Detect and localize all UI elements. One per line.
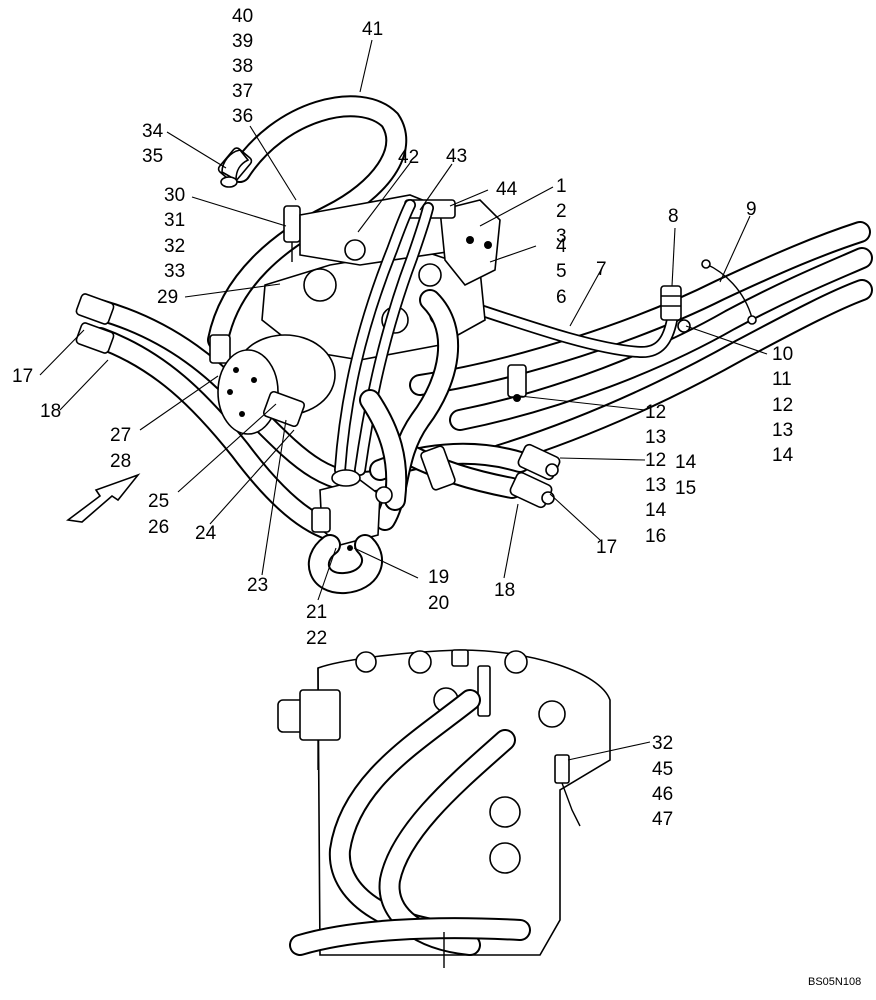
callout-13-a: 13 [645,427,667,448]
callout-19: 19 [428,567,450,588]
callout-30: 30 [164,185,186,206]
callout-43: 43 [446,146,468,167]
callout-15: 15 [675,478,697,499]
forward-arrow-icon [65,473,141,523]
callout-39: 39 [232,31,254,52]
callout-25: 25 [148,491,170,512]
callout-17-a: 17 [12,366,34,387]
callout-12-b: 12 [645,450,667,471]
callout-14-c: 14 [772,445,794,466]
callout-24: 24 [195,523,217,544]
callout-32: 32 [164,236,186,257]
callout-33: 33 [164,261,186,282]
callout-34: 34 [142,121,164,142]
callout-28: 28 [110,451,132,472]
fitting-8 [660,285,691,333]
callout-6: 6 [556,287,567,308]
callout-20: 20 [428,593,450,614]
middle-hoses [359,289,460,531]
callout-12-a: 12 [645,402,667,423]
callout-7: 7 [596,259,607,280]
callout-45: 45 [652,759,674,780]
callout-18-b: 18 [494,580,516,601]
callout-8: 8 [668,206,679,227]
clamp-9 [701,259,757,325]
callout-37: 37 [232,81,254,102]
fitting-12 [507,364,527,402]
callout-18-a: 18 [40,401,62,422]
callout-1: 1 [556,176,567,197]
tubes-42-43 [334,199,434,476]
callout-10: 10 [772,344,794,365]
callout-5: 5 [556,261,567,282]
callout-3: 3 [556,226,567,247]
callout-21: 21 [306,602,328,623]
callout-16: 16 [645,526,667,547]
callout-35: 35 [142,146,164,167]
callout-2: 2 [556,201,567,222]
callout-32-detail: 32 [652,733,674,754]
callout-14-a: 14 [675,452,697,473]
callout-17-b: 17 [596,537,618,558]
callout-13-c: 13 [772,420,794,441]
elbow-34 [220,149,250,188]
callout-27: 27 [110,425,132,446]
callout-11: 11 [772,369,792,390]
callout-26: 26 [148,517,170,538]
callout-46: 46 [652,784,674,805]
detail-view [277,649,651,968]
callout-40: 40 [232,6,254,27]
callout-29: 29 [157,287,179,308]
right-hose-bundle [409,221,873,466]
callout-23: 23 [247,575,269,596]
callout-47: 47 [652,809,674,830]
callout-42: 42 [398,147,420,168]
callout-4: 4 [556,236,567,257]
drawing-code: BS05N108 [808,976,862,988]
callout-41: 41 [362,19,384,40]
leader-lines [39,39,768,601]
callout-14-b: 14 [645,500,667,521]
callout-31: 31 [164,210,186,231]
callout-13-b: 13 [645,475,667,496]
valve-19-21 [308,469,393,594]
callout-38: 38 [232,56,254,77]
callout-36: 36 [232,106,254,127]
callout-44: 44 [496,179,518,200]
callout-22: 22 [306,628,328,649]
tube-7 [474,304,678,358]
motor-27 [217,334,336,435]
callout-9: 9 [746,199,757,220]
callout-12-c: 12 [772,395,794,416]
